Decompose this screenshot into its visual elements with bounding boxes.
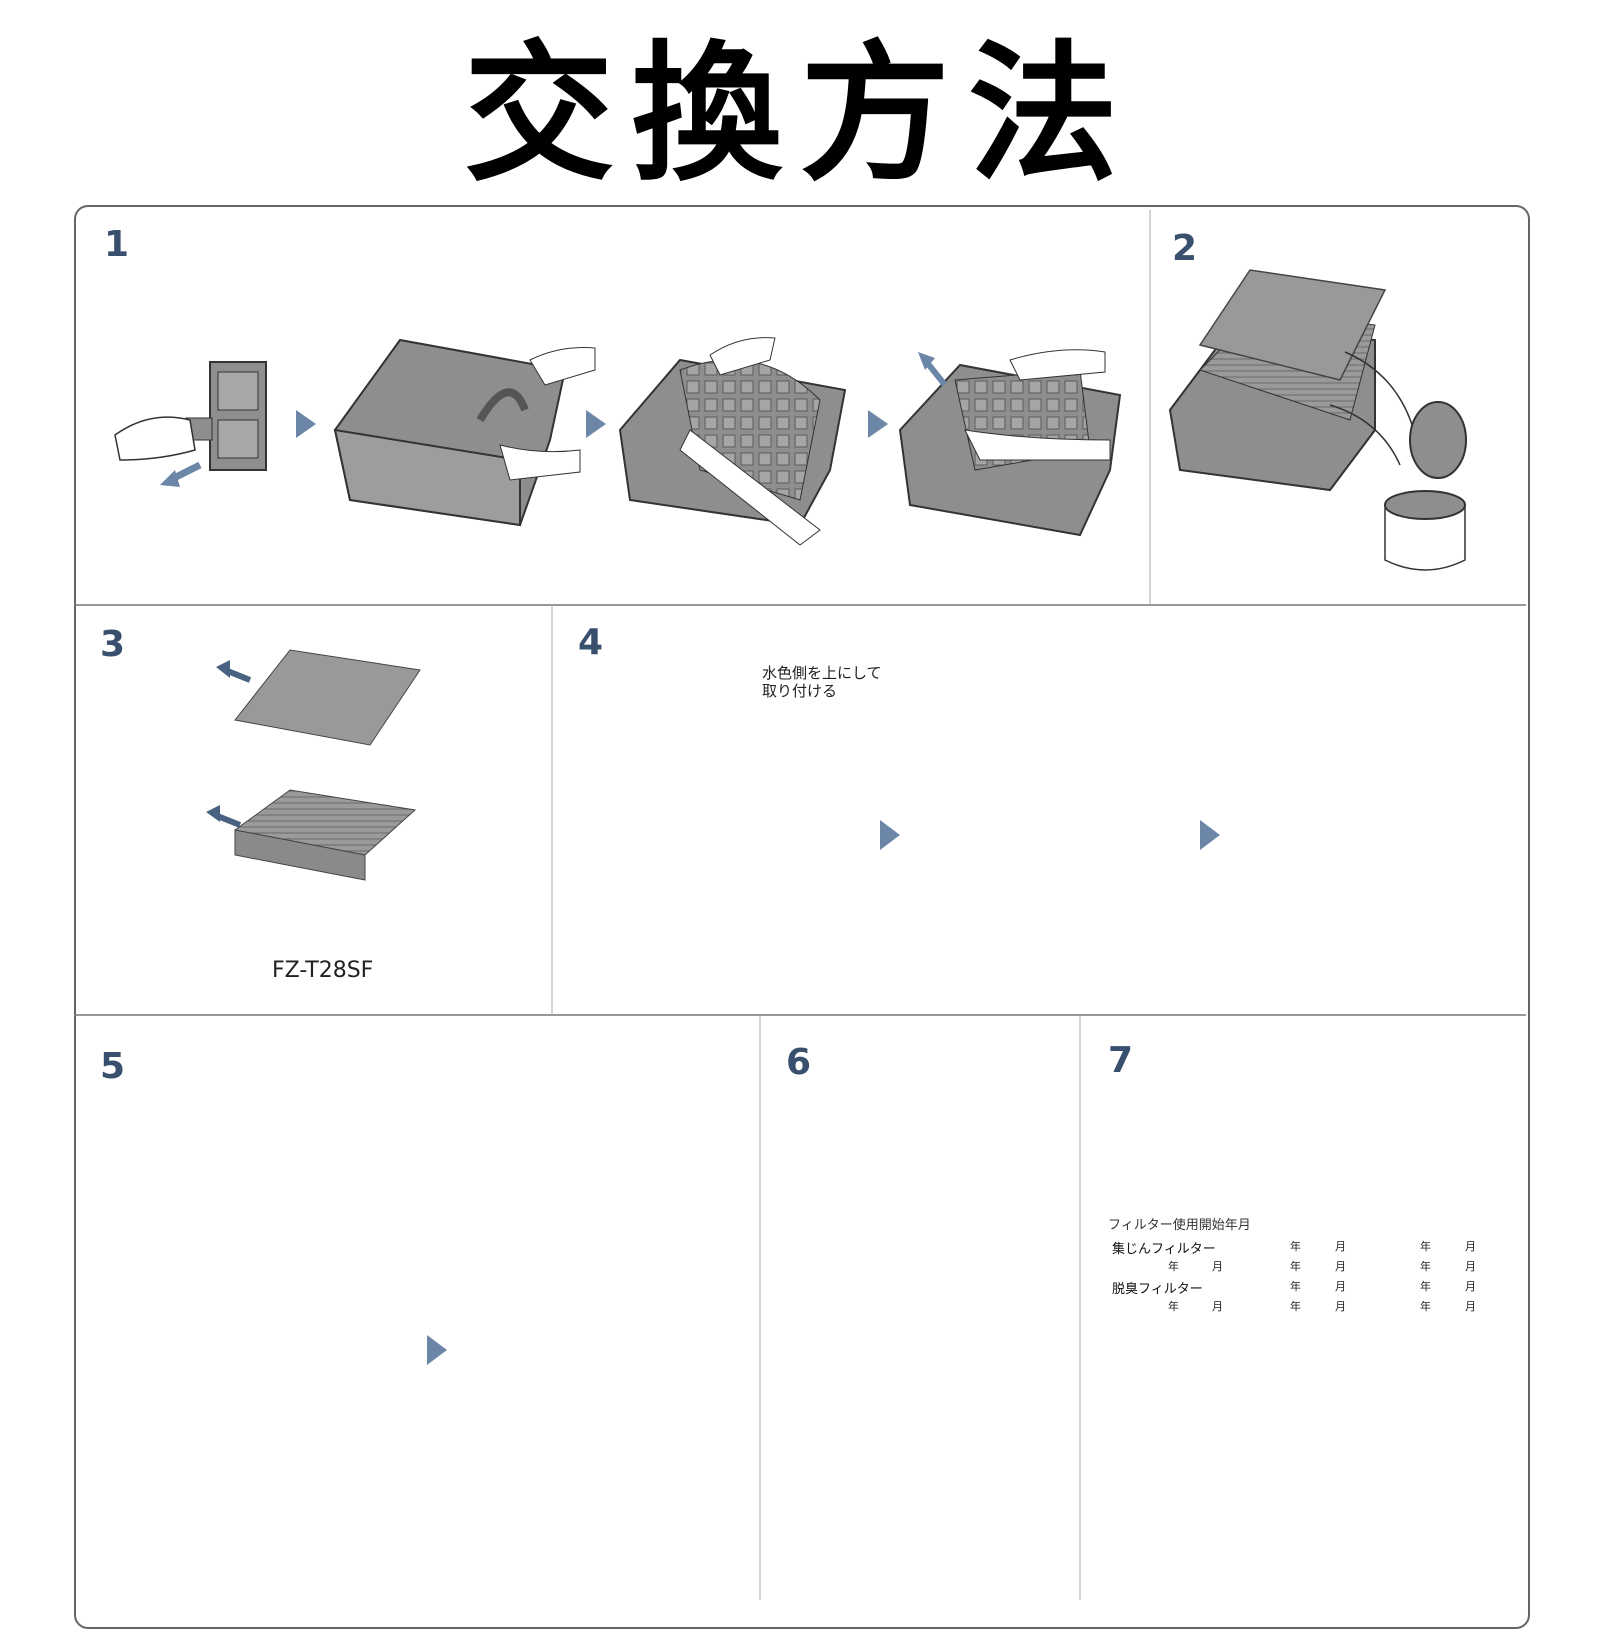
step1-outlet-illustration bbox=[114, 361, 267, 487]
step4-note-line2: 取り付ける bbox=[762, 682, 838, 700]
step3-model-label: FZ-T28SF bbox=[272, 958, 374, 983]
step7-row3-label: 脱臭フィルター bbox=[1112, 1282, 1203, 1297]
step7-year: 年 bbox=[1420, 1280, 1431, 1293]
step-number-4: 4 bbox=[578, 622, 604, 663]
step-number-2: 2 bbox=[1172, 228, 1198, 269]
step7-year: 年 bbox=[1290, 1300, 1301, 1313]
step7-month: 月 bbox=[1465, 1280, 1476, 1293]
step7-year: 年 bbox=[1168, 1260, 1179, 1273]
step7-month: 月 bbox=[1335, 1300, 1346, 1313]
step-number-7: 7 bbox=[1108, 1040, 1134, 1081]
step7-month: 月 bbox=[1335, 1280, 1346, 1293]
step7-month: 月 bbox=[1212, 1260, 1223, 1273]
step7-year: 年 bbox=[1420, 1300, 1431, 1313]
step7-year: 年 bbox=[1290, 1260, 1301, 1273]
step7-year: 年 bbox=[1290, 1240, 1301, 1253]
step-number-5: 5 bbox=[100, 1046, 126, 1087]
step7-month: 月 bbox=[1465, 1240, 1476, 1253]
step7-row1-label: 集じんフィルター bbox=[1112, 1242, 1216, 1257]
step-arrows bbox=[296, 410, 1220, 1365]
step7-month: 月 bbox=[1465, 1300, 1476, 1313]
step-number-1: 1 bbox=[104, 224, 130, 265]
step7-month: 月 bbox=[1335, 1260, 1346, 1273]
step4-note-line1: 水色側を上にして bbox=[762, 664, 882, 682]
step4-note: 水色側を上にして 取り付ける bbox=[762, 664, 882, 700]
step7-year: 年 bbox=[1420, 1240, 1431, 1253]
step-number-6: 6 bbox=[786, 1042, 812, 1083]
page-title: 交換方法 bbox=[463, 28, 1136, 202]
step7-month: 月 bbox=[1212, 1300, 1223, 1313]
step7-year: 年 bbox=[1290, 1280, 1301, 1293]
step-number-3: 3 bbox=[100, 624, 126, 665]
step7-table-caption: フィルター使用開始年月 bbox=[1108, 1218, 1251, 1233]
step1-unit-filter-remove bbox=[898, 349, 1122, 537]
step7-month: 月 bbox=[1335, 1240, 1346, 1253]
step1-unit-filter-lift bbox=[618, 337, 847, 546]
step7-year: 年 bbox=[1420, 1260, 1431, 1273]
step7-month: 月 bbox=[1465, 1260, 1476, 1273]
step1-unit-closed bbox=[333, 338, 596, 527]
step7-year: 年 bbox=[1168, 1300, 1179, 1313]
step2-filters-disposal bbox=[1168, 269, 1467, 571]
step3-filters bbox=[206, 649, 421, 881]
